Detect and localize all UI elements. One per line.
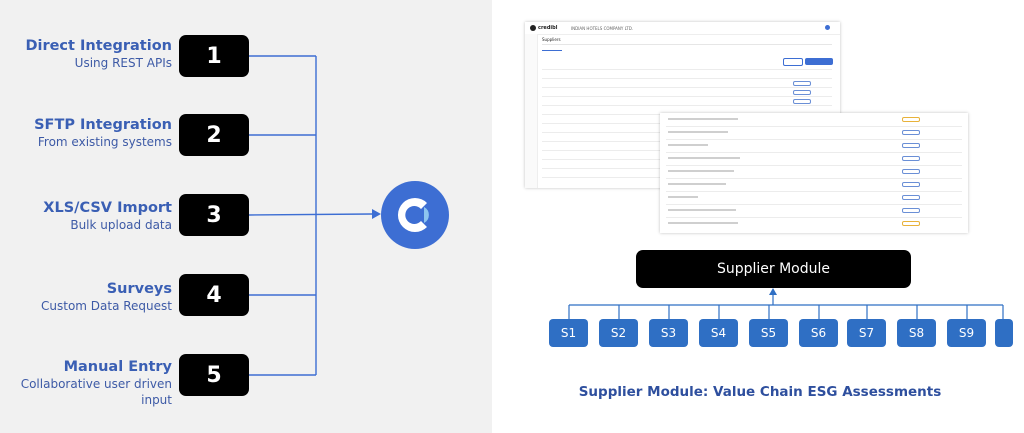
method-title: SFTP Integration <box>34 117 172 133</box>
method-title: Manual Entry <box>63 359 172 375</box>
supplier-node-s4: S4 <box>699 319 738 347</box>
method-subtitle-line2: input <box>141 393 172 407</box>
app-sidebar[interactable] <box>525 34 538 188</box>
supplier-node-s1: S1 <box>549 319 588 347</box>
method-title: Surveys <box>106 281 172 297</box>
method-surveys: Surveys Custom Data Request <box>0 281 172 314</box>
method-sftp-integration: SFTP Integration From existing systems <box>0 117 172 150</box>
method-subtitle: Collaborative user driven <box>20 377 172 391</box>
method-subtitle: Bulk upload data <box>70 218 172 232</box>
supplier-node-s8: S8 <box>897 319 936 347</box>
supplier-node-s2: S2 <box>599 319 638 347</box>
supplier-module-box: Supplier Module <box>636 250 911 288</box>
add-button[interactable] <box>783 58 803 66</box>
method-subtitle: Custom Data Request <box>41 299 172 313</box>
supplier-node-s7: S7 <box>847 319 886 347</box>
step-number-4: 4 <box>179 274 249 316</box>
user-avatar[interactable] <box>825 25 830 30</box>
method-title: Direct Integration <box>25 38 172 54</box>
supplier-list-screenshot <box>660 113 968 233</box>
diagram-caption: Supplier Module: Value Chain ESG Assessm… <box>578 384 942 400</box>
primary-action-button[interactable] <box>805 58 833 65</box>
supplier-node-s5: S5 <box>749 319 788 347</box>
app-company: INDIAN HOTELS COMPANY LTD. <box>571 26 634 31</box>
app-logo-icon <box>530 25 536 31</box>
supplier-node-s6: S6 <box>799 319 838 347</box>
method-xls-csv-import: XLS/CSV Import Bulk upload data <box>0 200 172 233</box>
step-number-3: 3 <box>179 194 249 236</box>
supplier-node-more <box>995 319 1013 347</box>
step-number-2: 2 <box>179 114 249 156</box>
supplier-node-s9: S9 <box>947 319 986 347</box>
method-title: XLS/CSV Import <box>43 200 172 216</box>
step-number-5: 5 <box>179 354 249 396</box>
app-title: Suppliers <box>542 37 561 42</box>
method-subtitle: Using REST APIs <box>74 56 172 70</box>
method-direct-integration: Direct Integration Using REST APIs <box>0 38 172 71</box>
step-number-1: 1 <box>179 35 249 77</box>
method-manual-entry: Manual Entry Collaborative user driven i… <box>0 359 172 408</box>
supplier-node-s3: S3 <box>649 319 688 347</box>
credibl-logo-icon <box>381 181 449 249</box>
method-subtitle: From existing systems <box>37 135 172 149</box>
app-brand: credibl <box>538 25 558 31</box>
